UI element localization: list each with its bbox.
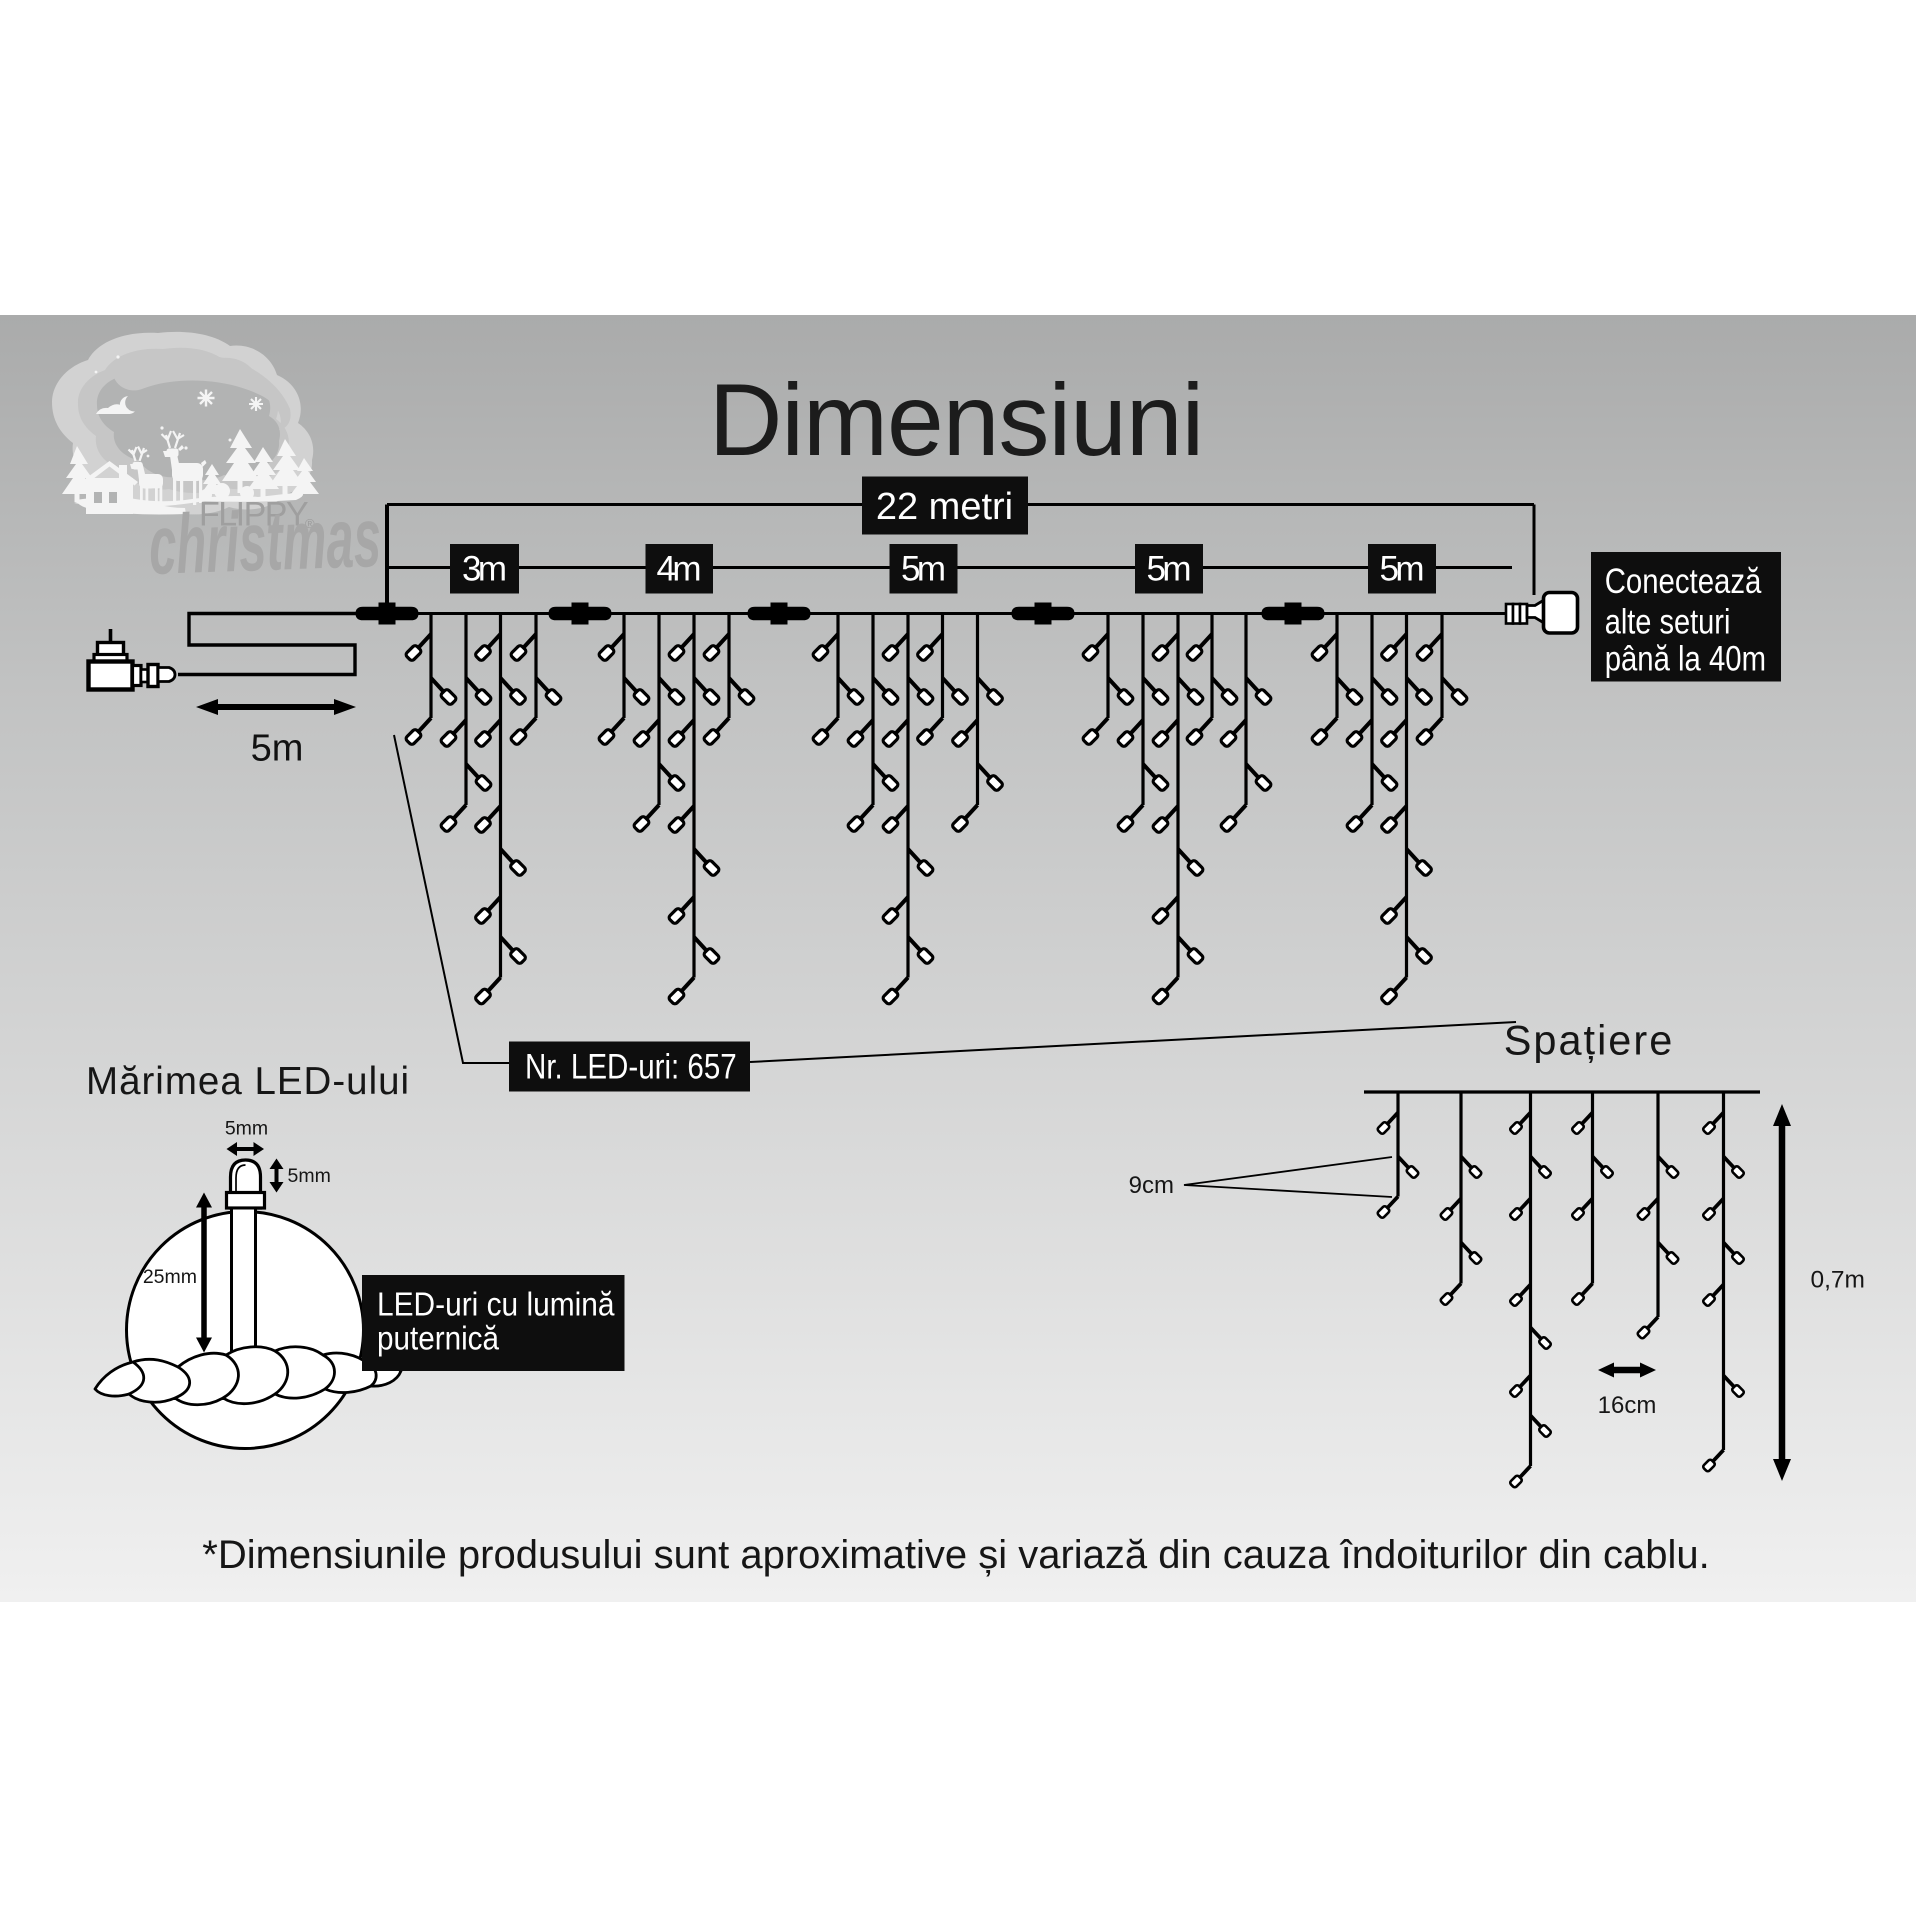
svg-text:puternică: puternică [377, 1320, 500, 1357]
svg-text:5m: 5m [1147, 550, 1192, 589]
svg-text:Spațiere: Spațiere [1504, 1017, 1675, 1064]
svg-text:până la 40m: până la 40m [1605, 639, 1766, 679]
svg-text:5mm: 5mm [288, 1165, 331, 1187]
svg-text:Dimensiuni: Dimensiuni [709, 363, 1204, 477]
svg-text:FLIPPY: FLIPPY [199, 496, 308, 534]
svg-text:16cm: 16cm [1598, 1392, 1657, 1419]
svg-text:3m: 3m [462, 550, 507, 589]
svg-text:*Dimensiunile produsului sunt: *Dimensiunile produsului sunt aproximati… [202, 1533, 1709, 1577]
svg-text:5m: 5m [251, 728, 304, 770]
svg-text:4m: 4m [657, 550, 702, 589]
svg-text:5mm: 5mm [225, 1118, 268, 1140]
svg-text:9cm: 9cm [1129, 1172, 1174, 1199]
svg-text:christmas: christmas [147, 490, 382, 592]
svg-text:0,7m: 0,7m [1811, 1267, 1865, 1294]
svg-text:®: ® [305, 516, 315, 531]
svg-text:25mm: 25mm [143, 1266, 197, 1288]
svg-text:Mărimea LED-ului: Mărimea LED-ului [86, 1060, 410, 1103]
svg-text:LED-uri cu lumină: LED-uri cu lumină [377, 1285, 615, 1322]
svg-text:alte seturi: alte seturi [1605, 601, 1731, 641]
svg-text:5m: 5m [901, 550, 946, 589]
svg-text:Nr. LED-uri: 657: Nr. LED-uri: 657 [525, 1047, 737, 1087]
svg-text:5m: 5m [1380, 550, 1425, 589]
svg-text:22 metri: 22 metri [876, 486, 1013, 528]
svg-text:Conectează: Conectează [1605, 561, 1762, 601]
